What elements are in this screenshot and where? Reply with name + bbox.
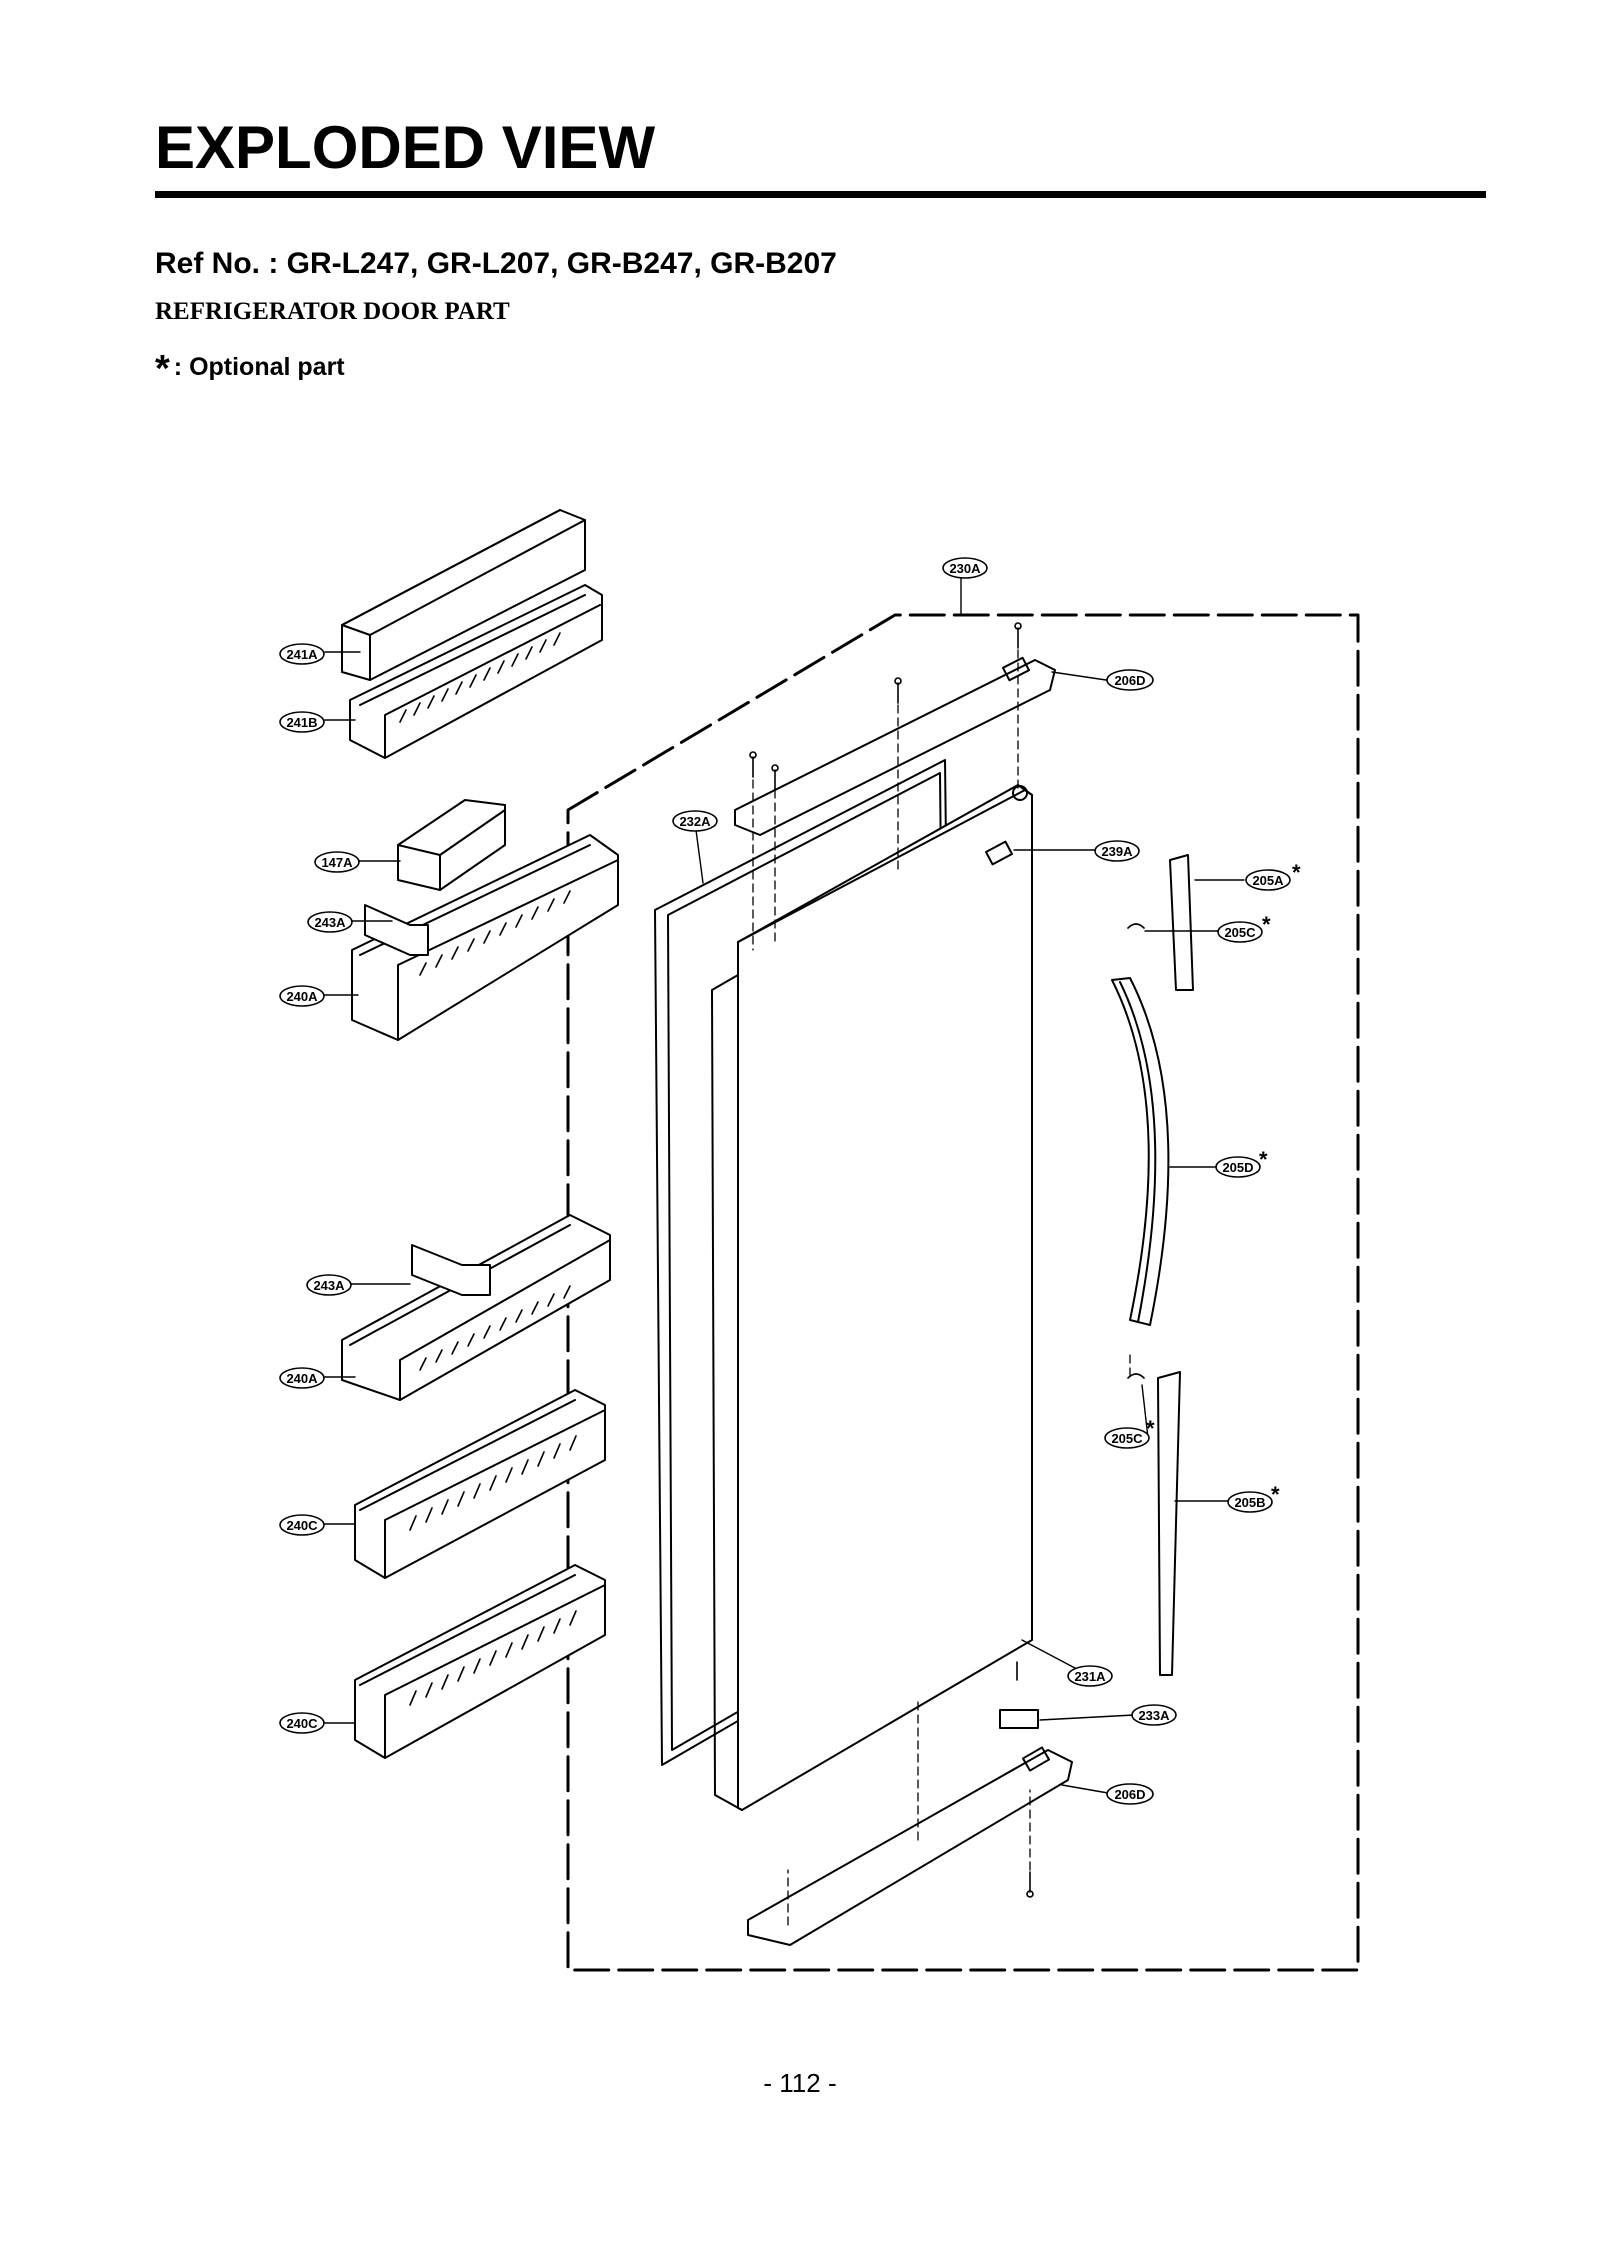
svg-text:147A: 147A [321, 855, 353, 870]
bottle-divider-lower [411, 1244, 491, 1296]
door-basket-middle [341, 1214, 611, 1401]
svg-text:232A: 232A [679, 814, 711, 829]
callout-230A: 230A [942, 557, 988, 579]
svg-text:230A: 230A [949, 561, 981, 576]
callout-205C-top: 205C * [1217, 912, 1271, 943]
callout-205D: 205D * [1215, 1147, 1268, 1178]
door-basket-lower-1 [354, 1389, 606, 1579]
door-hinge [999, 1709, 1039, 1729]
callout-239A: 239A [1094, 840, 1140, 862]
callout-205C-bottom: 205C* [1104, 1416, 1155, 1449]
door-panel [711, 784, 1033, 1811]
callout-240C-top: 240C [279, 1514, 325, 1536]
callout-205A: 205A * [1245, 860, 1301, 891]
page-number: - 112 - [763, 2068, 837, 2098]
svg-text:243A: 243A [314, 915, 346, 930]
door-top-cap [734, 656, 1056, 836]
svg-text:231A: 231A [1074, 1669, 1106, 1684]
svg-text:241A: 241A [286, 647, 318, 662]
svg-text:205C: 205C [1224, 925, 1256, 940]
handle-clips [1127, 923, 1145, 1379]
optional-legend: *: Optional part [155, 350, 345, 388]
handle-trim-lower [1157, 1371, 1181, 1676]
callout-232A: 232A [672, 810, 718, 832]
svg-text:205D: 205D [1222, 1160, 1253, 1175]
svg-text:240A: 240A [286, 989, 318, 1004]
svg-text:239A: 239A [1101, 844, 1133, 859]
callout-layer: 230A 206D 241A 241B 232A 239A 205A * 147A… [279, 557, 1301, 1805]
page-title: EXPLODED VIEW [155, 114, 656, 181]
callout-205B: 205B * [1227, 1482, 1280, 1513]
door-basket-cover [341, 509, 586, 681]
alignment-guides [752, 649, 1131, 1926]
door-handle [1111, 977, 1170, 1326]
callout-240A-bottom: 240A [279, 1367, 325, 1389]
door-basket-lower-2 [354, 1564, 606, 1759]
svg-text:240C: 240C [286, 1716, 318, 1731]
callout-233A: 233A [1131, 1704, 1177, 1726]
svg-text:*: * [1146, 1416, 1155, 1441]
fastening-screws [749, 622, 1034, 1898]
svg-text:*: * [1262, 912, 1271, 937]
title-rule [155, 191, 1486, 198]
callout-206D-top: 206D [1106, 669, 1154, 691]
reference-models: Ref No. : GR-L247, GR-L207, GR-B247, GR-… [155, 247, 837, 280]
svg-text:*: * [1271, 1482, 1280, 1507]
svg-text:205B: 205B [1234, 1495, 1265, 1510]
svg-text:205A: 205A [1252, 873, 1284, 888]
door-bottom-cap [747, 1746, 1073, 1946]
door-basket-top [349, 584, 603, 759]
callout-243A-bottom: 243A [306, 1274, 352, 1296]
svg-text:240A: 240A [286, 1371, 318, 1386]
svg-text:205C: 205C [1111, 1431, 1143, 1446]
svg-text:206D: 206D [1114, 673, 1145, 688]
svg-text:233A: 233A [1138, 1708, 1170, 1723]
svg-text:241B: 241B [286, 715, 317, 730]
svg-text:243A: 243A [313, 1278, 345, 1293]
svg-text:*: * [1292, 860, 1301, 885]
callout-240A-top: 240A [279, 985, 325, 1007]
callout-147A: 147A [314, 851, 360, 873]
egg-tray [397, 799, 506, 891]
callout-240C-bottom: 240C [279, 1712, 325, 1734]
svg-text:206D: 206D [1114, 1787, 1145, 1802]
callout-231A: 231A [1067, 1665, 1113, 1687]
bottle-divider-upper [364, 904, 429, 956]
leader-lines [324, 577, 1245, 1794]
legend-text: : Optional part [173, 353, 345, 381]
svg-text:*: * [1259, 1147, 1268, 1172]
handle-trim-upper [1169, 854, 1194, 991]
section-title: REFRIGERATOR DOOR PART [155, 298, 510, 325]
callout-206D-bottom: 206D [1106, 1783, 1154, 1805]
callout-243A-top: 243A [307, 911, 353, 933]
legend-star: * [155, 348, 170, 390]
callout-241A: 241A [279, 643, 325, 665]
svg-text:240C: 240C [286, 1518, 318, 1533]
callout-241B: 241B [279, 711, 325, 733]
door-basket-upper [351, 834, 619, 1041]
assembly-boundary [566, 613, 1360, 1972]
